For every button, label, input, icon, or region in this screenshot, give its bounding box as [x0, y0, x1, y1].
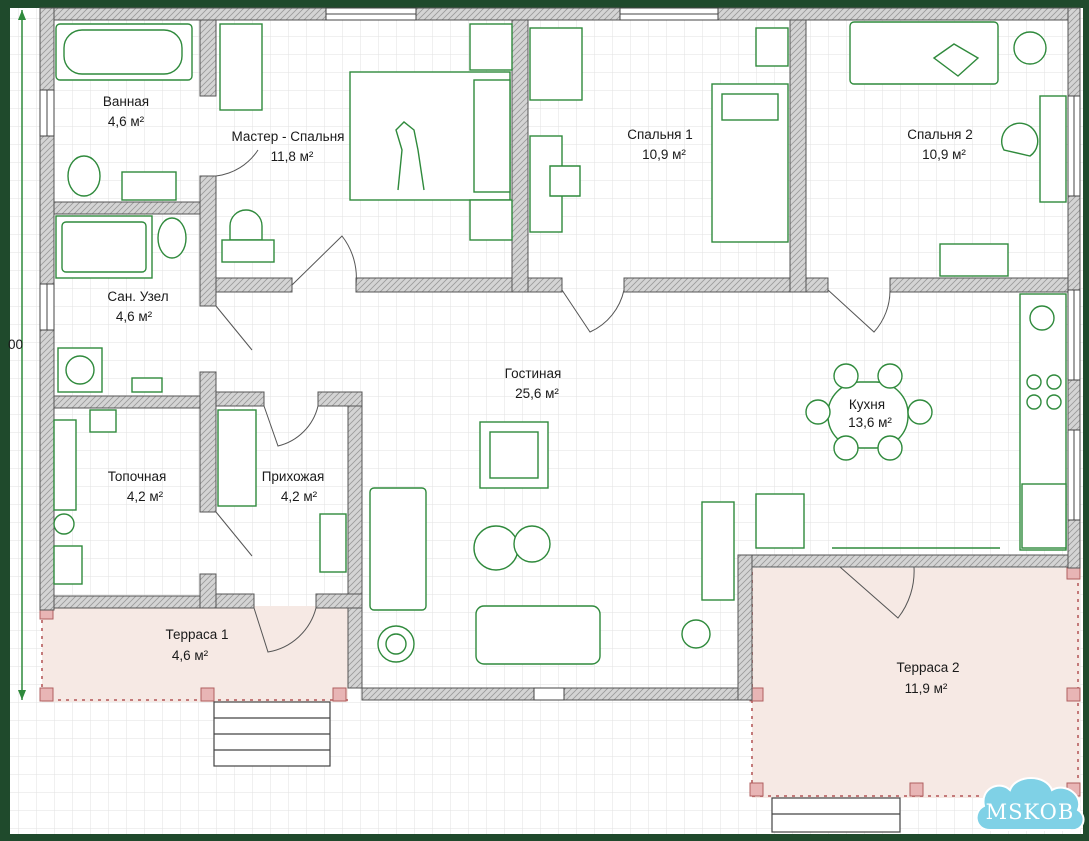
- room-hallway: Прихожая 4,2 м²: [262, 469, 325, 504]
- terrace-1-floor: [42, 606, 348, 702]
- room-name: Терраса 2: [896, 660, 959, 675]
- room-area: 11,9 м²: [905, 681, 948, 696]
- watermark-text: MSKOB: [986, 800, 1075, 824]
- furniture: [53, 21, 1067, 665]
- room-master-bedroom: Мастер - Спальня 11,8 м²: [232, 129, 345, 164]
- room-area: 11,8 м²: [271, 149, 314, 164]
- room-bathroom: Ванная 4,6 м²: [103, 94, 149, 129]
- room-living-room: Гостиная 25,6 м²: [505, 366, 562, 401]
- room-kitchen: Кухня 13,6 м²: [848, 397, 892, 430]
- room-name: Мастер - Спальня: [232, 129, 345, 144]
- room-name: Гостиная: [505, 366, 562, 381]
- room-area: 4,6 м²: [116, 309, 153, 324]
- room-area: 10,9 м²: [922, 147, 966, 162]
- room-area: 25,6 м²: [515, 386, 559, 401]
- room-area: 4,2 м²: [127, 489, 164, 504]
- room-wc: Сан. Узел 4,6 м²: [107, 289, 168, 324]
- room-area: 10,9 м²: [642, 147, 686, 162]
- room-bedroom-2: Спальня 2 10,9 м²: [907, 127, 973, 162]
- terrace-2-steps: [771, 797, 901, 833]
- dimension-label: 00: [8, 337, 23, 352]
- terrace-1-steps: [213, 701, 331, 767]
- terrace-2-floor: [752, 568, 1080, 798]
- room-area: 13,6 м²: [848, 415, 892, 430]
- windows: [39, 7, 1081, 701]
- room-area: 4,6 м²: [108, 114, 145, 129]
- room-name: Терраса 1: [165, 627, 228, 642]
- terrace-posts: [39, 565, 1081, 797]
- watermark-logo: MSKOB: [975, 777, 1085, 832]
- room-labels: Ванная 4,6 м² Мастер - Спальня 11,8 м² С…: [103, 94, 973, 696]
- room-name: Спальня 2: [907, 127, 973, 142]
- room-terrace-2: Терраса 2 11,9 м²: [896, 660, 959, 696]
- room-terrace-1: Терраса 1 4,6 м²: [165, 627, 228, 663]
- room-name: Спальня 1: [627, 127, 693, 142]
- room-name: Ванная: [103, 94, 149, 109]
- room-area: 4,6 м²: [172, 648, 209, 663]
- room-name: Кухня: [849, 397, 885, 412]
- room-boiler-room: Топочная 4,2 м²: [108, 469, 167, 504]
- room-name: Сан. Узел: [107, 289, 168, 304]
- dimension-line: 00: [8, 10, 26, 700]
- room-area: 4,2 м²: [281, 489, 318, 504]
- room-bedroom-1: Спальня 1 10,9 м²: [627, 127, 693, 162]
- room-name: Топочная: [108, 469, 167, 484]
- room-name: Прихожая: [262, 469, 325, 484]
- doors: [215, 149, 915, 653]
